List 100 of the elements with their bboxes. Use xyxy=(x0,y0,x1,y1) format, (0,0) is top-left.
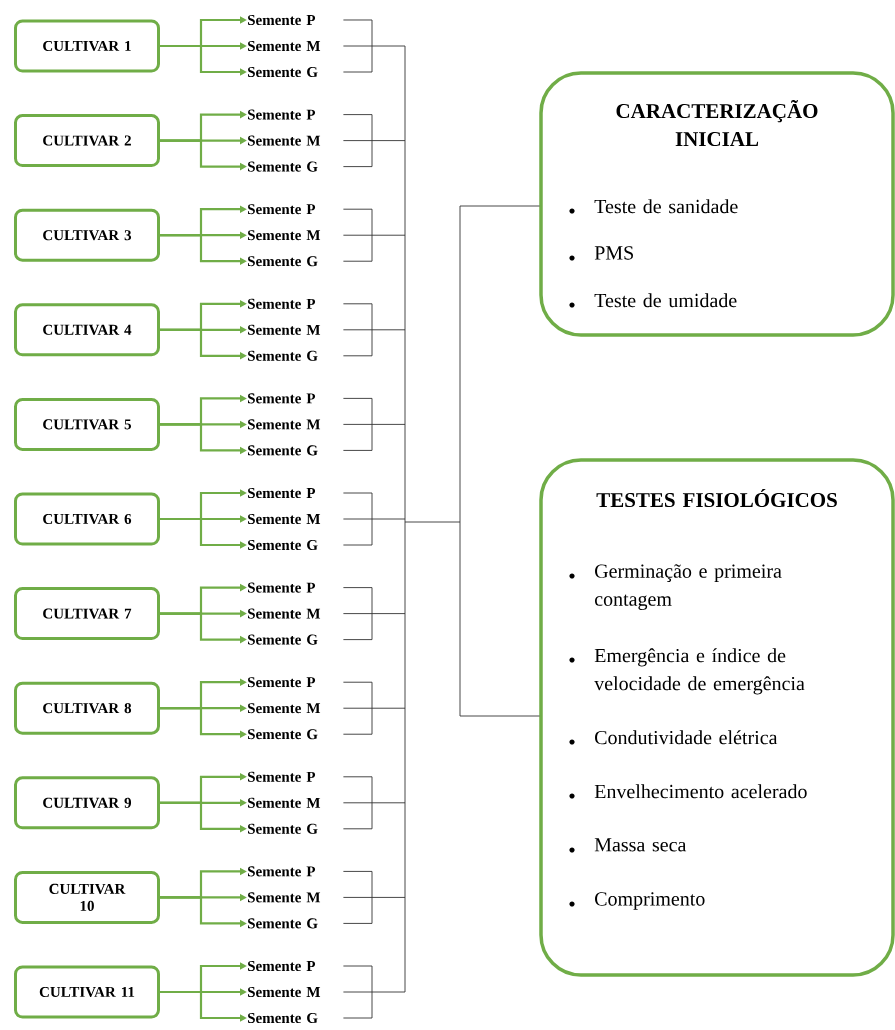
connector-line xyxy=(342,1017,373,1019)
bracket-line xyxy=(371,776,406,830)
bracket-line xyxy=(371,208,406,262)
seed-label: Semente P xyxy=(248,866,316,877)
cultivar-box: CULTIVAR 1 xyxy=(14,19,160,73)
connector-line xyxy=(342,828,373,830)
seed-label: Semente M xyxy=(248,513,321,525)
seed-label: Semente G xyxy=(248,1012,318,1024)
connector-line xyxy=(342,423,373,425)
seed-label: Semente P xyxy=(248,582,316,593)
cultivar-box: CULTIVAR 9 xyxy=(14,776,160,830)
connector-line xyxy=(342,544,373,546)
bracket-line xyxy=(371,870,406,924)
seed-label: Semente M xyxy=(248,703,321,714)
seed-label: Semente M xyxy=(248,797,321,808)
cultivar-box: CULTIVAR 8 xyxy=(14,681,160,735)
bracket-line xyxy=(371,492,406,546)
cultivar-box: CULTIVAR 10 xyxy=(14,870,160,924)
connector-line xyxy=(342,114,373,116)
bracket-line xyxy=(371,681,406,735)
seed-label: Semente M xyxy=(248,324,321,335)
connector-line xyxy=(342,397,373,399)
list-item: PMS xyxy=(594,246,633,260)
seed-label: Semente G xyxy=(248,634,318,645)
seed-label: Semente P xyxy=(248,677,316,688)
connector-line xyxy=(459,521,540,717)
seed-label: Semente P xyxy=(248,960,316,972)
list-item: Emergência e índice de velocidade de emergência xyxy=(594,648,805,695)
connector-line xyxy=(342,870,373,872)
connector-line xyxy=(342,802,373,804)
seed-label: Semente P xyxy=(248,393,316,404)
seed-label: Semente M xyxy=(248,40,321,52)
bracket-line xyxy=(371,587,406,641)
seed-label: Semente G xyxy=(248,823,318,834)
connector-line xyxy=(342,234,373,236)
cultivar-box: CULTIVAR 11 xyxy=(14,965,160,1019)
seed-label: Semente G xyxy=(248,729,318,740)
list-item: Germinação e primeira contagem xyxy=(594,564,782,610)
cultivar-box: CULTIVAR 5 xyxy=(14,397,160,451)
connector-line xyxy=(342,896,373,898)
connector-line xyxy=(342,518,373,520)
seed-label: Semente M xyxy=(248,419,321,430)
list-item: Massa seca xyxy=(594,838,687,852)
seed-label: Semente G xyxy=(248,445,318,456)
seed-label: Semente P xyxy=(248,298,316,309)
seed-label: Semente G xyxy=(248,918,318,929)
trunk-line xyxy=(404,45,461,993)
list-item: Teste de sanidade xyxy=(594,199,738,214)
list-item: Envelhecimento acelerado xyxy=(594,784,807,799)
bracket-line xyxy=(371,965,406,1019)
connector-line xyxy=(342,991,373,993)
connector-line xyxy=(342,166,373,168)
cultivar-box: CULTIVAR 4 xyxy=(14,303,160,357)
connector-line xyxy=(342,639,373,641)
connector-line xyxy=(342,707,373,709)
seed-label: Semente M xyxy=(248,230,321,241)
connector-line xyxy=(459,205,540,523)
node-label: CARACTERIZAÇÃO INICIAL xyxy=(616,99,818,147)
list-item: Condutividade elétrica xyxy=(595,730,778,745)
bracket-line xyxy=(371,397,406,451)
connector-line xyxy=(342,355,373,357)
connector-line xyxy=(342,681,373,683)
seed-label: Semente G xyxy=(248,66,318,78)
seed-label: Semente P xyxy=(248,204,316,215)
cultivar-box: CULTIVAR 7 xyxy=(14,587,160,641)
seed-label: Semente P xyxy=(248,771,316,782)
connector-line xyxy=(342,140,373,142)
connector-line xyxy=(342,19,373,21)
connector-line xyxy=(342,45,373,47)
connector-line xyxy=(342,303,373,305)
node-label: TESTES FISIOLÓGICOS xyxy=(596,488,837,508)
connector-line xyxy=(342,613,373,615)
seed-label: Semente M xyxy=(248,608,321,619)
cultivar-box: CULTIVAR 2 xyxy=(14,114,160,168)
seed-label: Semente G xyxy=(248,161,318,172)
connector-line xyxy=(342,733,373,735)
bracket-line xyxy=(371,114,406,168)
connector-line xyxy=(342,965,373,967)
bracket-line xyxy=(371,19,406,73)
connector-line xyxy=(342,208,373,210)
connector-line xyxy=(342,922,373,924)
seed-label: Semente G xyxy=(248,350,318,361)
seed-label: Semente M xyxy=(248,986,321,998)
cultivar-box: CULTIVAR 3 xyxy=(14,208,160,262)
connector-line xyxy=(342,449,373,451)
seed-label: Semente P xyxy=(248,14,316,26)
seed-label: Semente M xyxy=(248,135,321,146)
connector-line xyxy=(342,71,373,73)
list-item: Teste de umidade xyxy=(594,293,737,308)
connector-line xyxy=(342,260,373,262)
connector-line xyxy=(342,776,373,778)
bracket-line xyxy=(371,303,406,357)
connector-line xyxy=(342,587,373,589)
seed-label: Semente P xyxy=(248,109,316,120)
cultivar-box: CULTIVAR 6 xyxy=(14,492,160,546)
connector-line xyxy=(342,329,373,331)
seed-label: Semente M xyxy=(248,892,321,903)
seed-label: Semente P xyxy=(248,487,316,499)
connector-line xyxy=(342,492,373,494)
seed-label: Semente G xyxy=(248,256,318,267)
